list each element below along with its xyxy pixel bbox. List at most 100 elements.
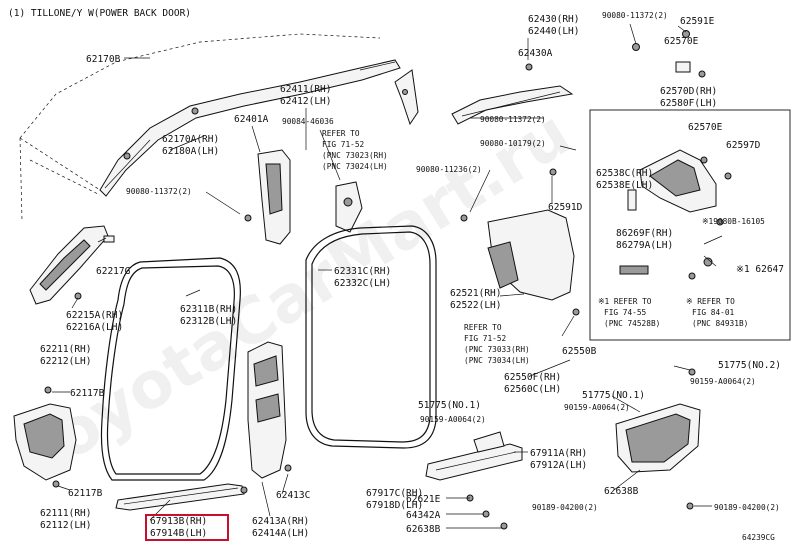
back-door-scuff-plate[interactable] — [615, 368, 701, 510]
quarter-trim-upper[interactable] — [460, 168, 580, 316]
rear-door-weatherstrip[interactable] — [305, 225, 437, 449]
label-pnc-73023: (PNC 73023(RH) — [322, 151, 388, 160]
label-62111: 62111(RH) — [40, 508, 91, 519]
label-62621e: 62621E — [406, 494, 441, 505]
label-62311b: 62311B(RH) — [180, 304, 237, 315]
body-outline-front — [19, 137, 101, 221]
roof-side-garnish[interactable] — [99, 59, 401, 197]
label-67918d: 67918D(LH) — [366, 500, 423, 511]
label-62522: 62522(LH) — [450, 300, 501, 311]
label-90084-46036: 90084-46036 — [282, 117, 334, 126]
label-62570e-top: 62570E — [664, 36, 699, 47]
label-86269f: 86269F(RH) — [616, 228, 673, 239]
label-62430: 62430(RH) — [528, 14, 579, 25]
label-refer-a: REFER TO — [322, 129, 360, 138]
back-door-trim-bracket[interactable] — [639, 149, 732, 213]
label-pnc-74528: (PNC 74528B) — [604, 319, 660, 328]
label-62414a: 62414A(LH) — [252, 528, 309, 539]
label-90189-04200: 90189-04200(2) — [532, 503, 598, 512]
front-pillar-garnish[interactable] — [29, 225, 115, 305]
label-62112: 62112(LH) — [40, 520, 91, 531]
clip-group-top-right — [632, 30, 706, 78]
label-90080-16105: ※19080B-16105 — [702, 217, 765, 226]
label-62647: ※1 62647 — [736, 264, 784, 275]
label-62411: 62411(RH) — [280, 84, 331, 95]
selected-part-highlight[interactable] — [145, 514, 229, 541]
center-pillar-lower-trim[interactable] — [240, 341, 292, 494]
label-62570e-box: 62570E — [688, 122, 723, 133]
label-67917c: 67917C(RH) — [366, 488, 423, 499]
label-86279a: 86279A(LH) — [616, 240, 673, 251]
front-door-weatherstrip[interactable] — [100, 257, 241, 481]
label-fig-b: FIG 71-52 — [464, 334, 507, 343]
label-62597d: 62597D — [726, 140, 761, 151]
belt-anchor-cover[interactable] — [335, 181, 363, 233]
label-refer-b: REFER TO — [464, 323, 502, 332]
label-62215a: 62215A(RH) — [66, 310, 123, 321]
label-62638b-r: 62638B — [604, 486, 639, 497]
label-fig-74-55: FIG 74-55 — [604, 308, 647, 317]
label-51775-no1: 51775(NO.1) — [418, 400, 481, 411]
label-51775-no1-r: 51775(NO.1) — [582, 390, 645, 401]
label-62216a: 62216A(LH) — [66, 322, 123, 333]
label-62412: 62412(LH) — [280, 96, 331, 107]
label-62401a: 62401A — [234, 114, 269, 125]
label-90159-a0064-r2: 90159-A0064(2) — [564, 403, 630, 412]
label-62580f: 62580F(LH) — [660, 98, 717, 109]
label-90080-10179: 90080-10179(2) — [480, 139, 546, 148]
label-62217g: 62217G — [96, 266, 131, 277]
center-pillar-upper-trim[interactable] — [244, 149, 291, 245]
rear-pillar-upper-bracket[interactable] — [394, 69, 419, 126]
body-outline-roof — [19, 33, 381, 191]
label-62538c: 62538C(RH) — [596, 168, 653, 179]
label-51775-no2: 51775(NO.2) — [718, 360, 781, 371]
label-pnc-84931: (PNC 84931B) — [692, 319, 748, 328]
label-67914b-highlighted: 67914B(LH) — [150, 528, 207, 539]
label-62638b-bot: 62638B — [406, 524, 441, 535]
label-pnc-73024: (PNC 73024(LH) — [322, 162, 388, 171]
label-90159-a0064-r: 90159-A0064(2) — [690, 377, 756, 386]
label-refer-74-55: ※1 REFER TO — [598, 297, 652, 306]
label-pnc-73034: (PNC 73034(LH) — [464, 356, 530, 365]
label-refer-84-01: ※ REFER TO — [686, 297, 735, 306]
label-67912a: 67912A(LH) — [530, 460, 587, 471]
label-64342a: 64342A — [406, 510, 441, 521]
box-clip-parts — [619, 189, 724, 280]
label-62521: 62521(RH) — [450, 288, 501, 299]
label-62211: 62211(RH) — [40, 344, 91, 355]
label-90080-11236: 90080-11236(2) — [416, 165, 482, 174]
label-62591d: 62591D — [548, 202, 583, 213]
label-62332c: 62332C(LH) — [334, 278, 391, 289]
label-62550b: 62550B — [562, 346, 597, 357]
figure-code: 64239CG — [742, 533, 775, 542]
leader-lines — [52, 23, 723, 529]
label-62170a: 62170A(RH) — [162, 134, 219, 145]
front-door-scuff-plate[interactable] — [115, 483, 245, 511]
label-62570d: 62570D(RH) — [660, 86, 717, 97]
label-62413a: 62413A(RH) — [252, 516, 309, 527]
label-90080-11372-top: 90080-11372(2) — [602, 11, 668, 20]
rear-door-scuff-plate[interactable] — [425, 431, 523, 530]
detail-box — [589, 109, 791, 341]
label-62180a: 62180A(LH) — [162, 146, 219, 157]
label-62117b-bot: 62117B — [68, 488, 103, 499]
cowl-side-trim[interactable] — [13, 386, 77, 488]
roof-rail-garnish[interactable] — [451, 63, 574, 125]
label-62550f: 62550F(RH) — [504, 372, 561, 383]
label-pnc-73033: (PNC 73033(RH) — [464, 345, 530, 354]
label-62331c: 62331C(RH) — [334, 266, 391, 277]
label-62440: 62440(LH) — [528, 26, 579, 37]
label-90080-11372-mid: 90080-11372(2) — [126, 187, 192, 196]
header-note: (1) TILLONE/Y W(POWER BACK DOOR) — [8, 8, 191, 19]
label-62212: 62212(LH) — [40, 356, 91, 367]
label-62413c: 62413C — [276, 490, 310, 501]
part-labels: 62430(RH) 62440(LH) 62430A 90080-11372(2… — [40, 11, 784, 542]
label-fig-a: FIG 71-52 — [322, 140, 365, 149]
label-90159-a0064: 90159-A0064(2) — [420, 415, 486, 424]
label-62591e: 62591E — [680, 16, 715, 27]
label-62430a: 62430A — [518, 48, 553, 59]
label-90080-11372-right: 90080-11372(2) — [480, 115, 546, 124]
label-90189-04200-r: 90189-04200(2) — [714, 503, 780, 512]
label-67913b: 67913B(RH) — [150, 516, 207, 527]
